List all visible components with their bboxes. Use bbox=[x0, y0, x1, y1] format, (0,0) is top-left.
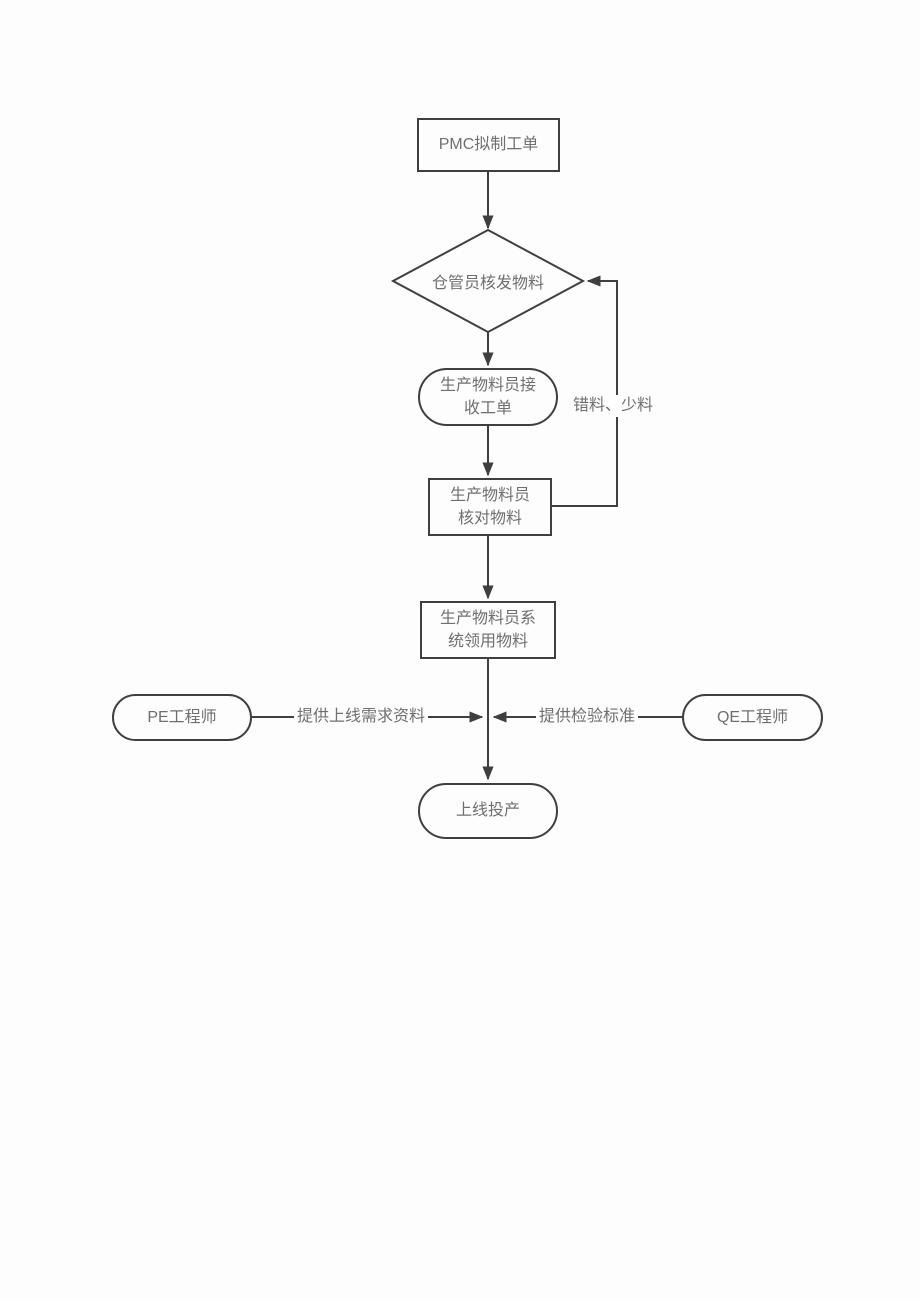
node-qe-engineer-label: QE工程师 bbox=[716, 708, 789, 726]
node-receive-workorder-line1: 生产物料员接 bbox=[439, 376, 536, 394]
node-receive-workorder-line2: 收工单 bbox=[463, 400, 512, 417]
node-verify-material-line1: 生产物料员 bbox=[449, 486, 530, 504]
node-launch-production: 上线投产 bbox=[418, 783, 558, 839]
node-system-claim-material-line2: 统领用物料 bbox=[447, 633, 528, 650]
node-system-claim-material: 生产物料员系 统领用物料 bbox=[420, 601, 556, 659]
edge-label-qe-provides-standards: 提供检验标准 bbox=[536, 706, 639, 728]
node-pe-engineer: PE工程师 bbox=[112, 694, 252, 741]
node-receive-workorder: 生产物料员接 收工单 bbox=[418, 368, 558, 426]
decision-diamond-shape bbox=[390, 228, 586, 334]
node-qe-engineer: QE工程师 bbox=[682, 694, 823, 741]
node-pmc-create-workorder-label: PMC拟制工单 bbox=[438, 136, 539, 154]
edge-label-pe-provides-docs: 提供上线需求资料 bbox=[294, 706, 429, 728]
edge-label-wrong-or-short-material: 错料、少料 bbox=[570, 395, 657, 417]
node-warehouse-issue-label: 仓管员核发物料 bbox=[431, 275, 544, 292]
node-verify-material-line2: 核对物料 bbox=[457, 510, 522, 527]
node-launch-production-label: 上线投产 bbox=[455, 802, 520, 820]
node-pmc-create-workorder: PMC拟制工单 bbox=[417, 118, 560, 172]
arrow-loop-wrong-material bbox=[552, 275, 618, 507]
node-system-claim-material-line1: 生产物料员系 bbox=[439, 609, 536, 627]
node-verify-material: 生产物料员 核对物料 bbox=[428, 478, 552, 536]
node-pe-engineer-label: PE工程师 bbox=[147, 708, 217, 726]
